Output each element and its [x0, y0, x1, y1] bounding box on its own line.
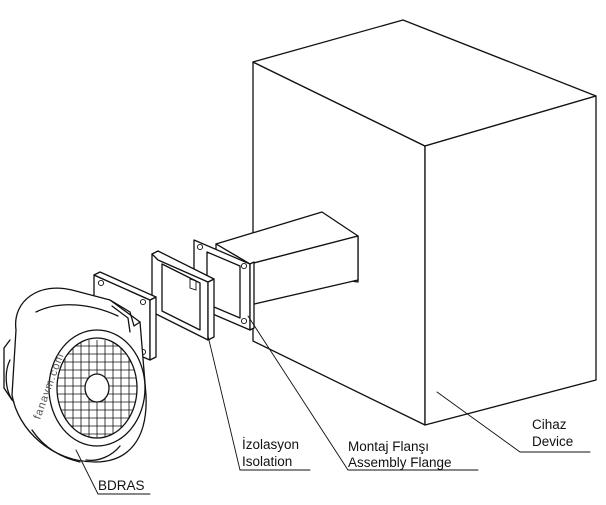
fan-flange-bolt-hole [139, 298, 147, 306]
gasket-opening [161, 263, 201, 331]
fan-flange-edge [149, 296, 157, 361]
housing-ridge [35, 304, 119, 317]
gasket-edge [207, 278, 215, 341]
fan-flange-top-edge [93, 271, 157, 301]
gasket-top-edge [151, 250, 215, 283]
housing-base-edge [31, 429, 81, 463]
fan-flange-bolt-hole [97, 279, 105, 287]
label-device-tr: Cihaz [532, 417, 567, 432]
isolation-gasket [151, 250, 215, 341]
gasket-tab [189, 278, 197, 291]
label-flange-tr: Montaj Flanşı [348, 439, 429, 454]
grille-hub [84, 373, 110, 403]
label-flange-en: Assembly Flange [348, 455, 452, 470]
leader-fan [75, 449, 151, 495]
flange-edge [249, 261, 255, 331]
leader-isolation [207, 335, 311, 471]
motor-cap [5, 359, 15, 403]
flange-bolt-hole [240, 317, 248, 325]
blower-fan: fanavm.com [3, 287, 147, 463]
outlet-neck [109, 299, 141, 327]
leader-lines [75, 315, 591, 495]
flange-bolt-hole [196, 243, 204, 251]
housing-lower-edge [85, 445, 121, 462]
leader-assembly-flange [247, 315, 479, 471]
flange-bolt-hole [240, 262, 248, 270]
assembly-flange [193, 239, 255, 331]
label-isolation-tr: İzolasyon [242, 437, 299, 452]
device-side-face [424, 95, 597, 426]
leader-device [436, 391, 591, 453]
label-isolation-en: Isolation [242, 454, 292, 469]
label-device-en: Device [532, 434, 573, 449]
outlet-neck-inner [111, 305, 131, 333]
motor-back [3, 339, 13, 401]
label-fan: BDRAS [98, 478, 145, 493]
